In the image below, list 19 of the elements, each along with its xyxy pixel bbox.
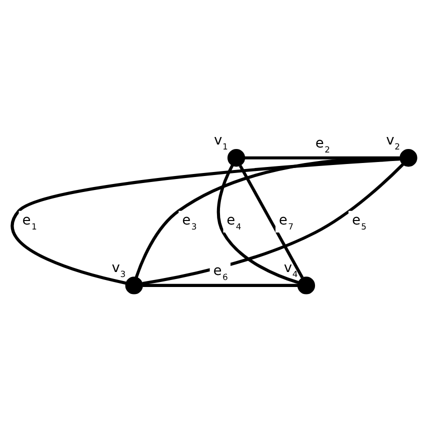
- node-label: v$_{1}$: [214, 132, 228, 152]
- connector: [216, 164, 299, 284]
- node-label: v$_{4}$: [284, 260, 298, 279]
- node-circle: [400, 149, 418, 167]
- connector: [238, 165, 304, 278]
- node-circle: [227, 149, 246, 167]
- node-label: v$_{2}$: [386, 132, 400, 152]
- edge-label: e$_{1}$: [22, 212, 37, 232]
- node-label: v$_{3}$: [112, 260, 126, 279]
- edge-label: e$_{2}$: [315, 135, 330, 154]
- connector: [244, 156, 400, 160]
- node-circle: [297, 276, 316, 294]
- edge-label: e$_{4}$: [226, 212, 242, 232]
- edge-label: e$_{3}$: [182, 212, 197, 232]
- edge-label: e$_{6}$: [213, 263, 228, 282]
- edge-label: e$_{5}$: [352, 212, 367, 232]
- node-circle: [125, 276, 143, 294]
- connector: [142, 284, 298, 287]
- edge-label: e$_{7}$: [278, 212, 294, 232]
